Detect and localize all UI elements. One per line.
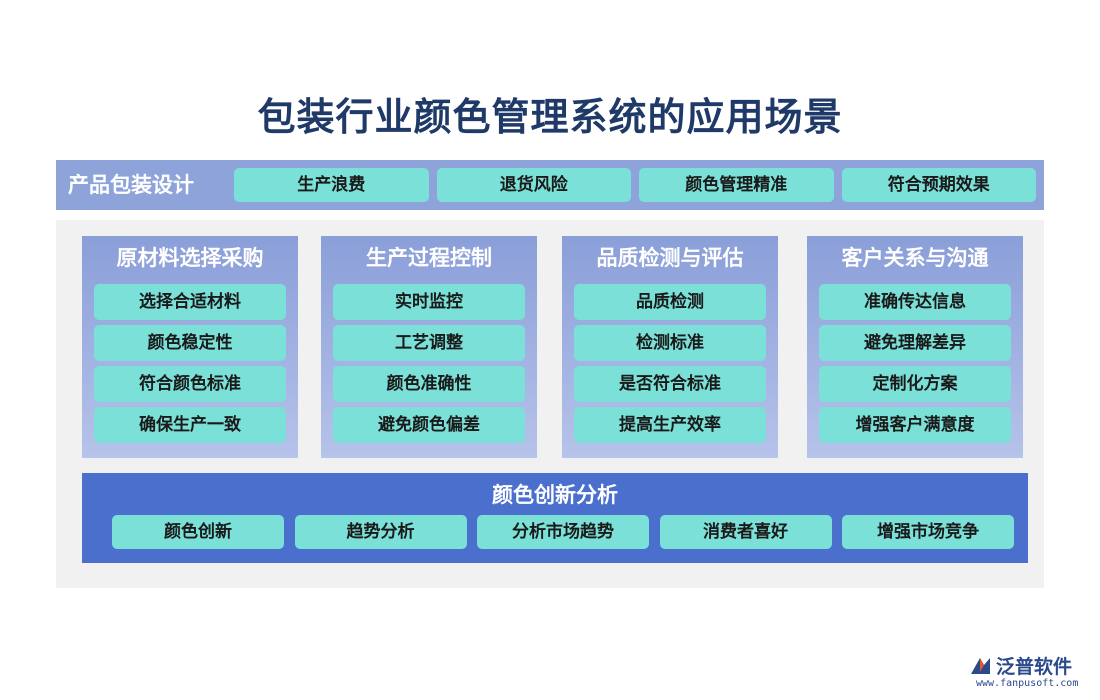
bottom-item: 颜色创新 bbox=[112, 515, 284, 549]
color-innovation-title: 颜色创新分析 bbox=[492, 483, 618, 507]
top-item-expected-effect: 符合预期效果 bbox=[841, 168, 1036, 202]
bottom-item: 趋势分析 bbox=[294, 515, 467, 549]
column-customer-relations: 客户关系与沟通 准确传达信息 避免理解差异 定制化方案 增强客户满意度 bbox=[807, 236, 1023, 458]
brand-name: 泛普软件 bbox=[996, 656, 1073, 678]
column-item: 品质检测 bbox=[574, 284, 766, 320]
bottom-item: 消费者喜好 bbox=[659, 515, 832, 549]
column-item: 准确传达信息 bbox=[819, 284, 1011, 320]
column-item: 工艺调整 bbox=[333, 325, 525, 361]
column-item: 颜色准确性 bbox=[333, 366, 525, 402]
column-item: 颜色稳定性 bbox=[94, 325, 286, 361]
column-title: 原材料选择采购 bbox=[116, 246, 264, 270]
diagram-title: 包装行业颜色管理系统的应用场景 bbox=[257, 95, 843, 139]
column-item: 避免理解差异 bbox=[819, 325, 1011, 361]
top-item-return-risk: 退货风险 bbox=[436, 168, 631, 202]
product-design-label: 产品包装设计 bbox=[68, 173, 194, 197]
brand-logo: 泛普软件 www.fanpusoft.com bbox=[968, 652, 1094, 692]
column-raw-material: 原材料选择采购 选择合适材料 颜色稳定性 符合颜色标准 确保生产一致 bbox=[82, 236, 298, 458]
column-item: 是否符合标准 bbox=[574, 366, 766, 402]
column-item: 提高生产效率 bbox=[574, 407, 766, 443]
product-design-items: 生产浪费 退货风险 颜色管理精准 符合预期效果 bbox=[234, 168, 1036, 202]
column-title: 生产过程控制 bbox=[366, 246, 492, 270]
column-item: 增强客户满意度 bbox=[819, 407, 1011, 443]
bottom-item: 分析市场趋势 bbox=[477, 515, 649, 549]
top-item-color-precision: 颜色管理精准 bbox=[639, 168, 834, 202]
column-item: 选择合适材料 bbox=[94, 284, 286, 320]
column-item: 检测标准 bbox=[574, 325, 766, 361]
product-design-bar: 产品包装设计 生产浪费 退货风险 颜色管理精准 符合预期效果 bbox=[56, 160, 1044, 210]
color-innovation-section: 颜色创新分析 颜色创新 趋势分析 分析市场趋势 消费者喜好 增强市场竞争 bbox=[82, 473, 1028, 563]
brand-logo-icon bbox=[971, 658, 990, 674]
column-item: 避免颜色偏差 bbox=[333, 407, 525, 443]
column-title: 客户关系与沟通 bbox=[841, 246, 989, 270]
column-title: 品质检测与评估 bbox=[596, 246, 744, 270]
top-item-waste: 生产浪费 bbox=[234, 168, 429, 202]
column-quality-inspection: 品质检测与评估 品质检测 检测标准 是否符合标准 提高生产效率 bbox=[562, 236, 778, 458]
brand-url: www.fanpusoft.com bbox=[976, 678, 1079, 689]
column-production-control: 生产过程控制 实时监控 工艺调整 颜色准确性 避免颜色偏差 bbox=[321, 236, 537, 458]
column-item: 定制化方案 bbox=[819, 366, 1011, 402]
bottom-item: 增强市场竞争 bbox=[842, 515, 1014, 549]
column-item: 实时监控 bbox=[333, 284, 525, 320]
color-innovation-items: 颜色创新 趋势分析 分析市场趋势 消费者喜好 增强市场竞争 bbox=[112, 515, 1014, 549]
column-item: 符合颜色标准 bbox=[94, 366, 286, 402]
column-item: 确保生产一致 bbox=[94, 407, 286, 443]
